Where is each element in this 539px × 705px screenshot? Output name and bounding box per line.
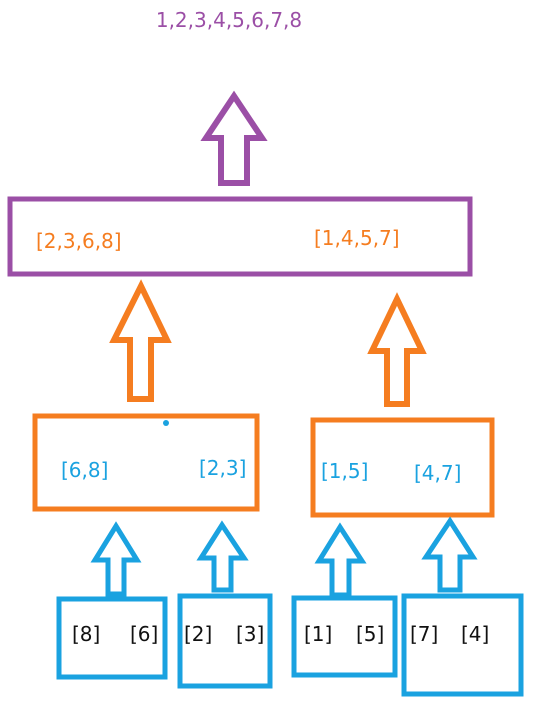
leaf-3-left: [1] <box>304 622 332 646</box>
merge-box-level2 <box>7 196 473 277</box>
leaf-box-2 <box>177 593 273 689</box>
level2-left-list: [2,3,6,8] <box>36 229 122 253</box>
level1-a-left-list: [6,8] <box>61 458 108 482</box>
up-arrow-icon <box>421 516 478 593</box>
up-arrow-icon <box>367 292 427 407</box>
up-arrow-icon <box>200 90 268 186</box>
leaf-3-right: [5] <box>356 622 384 646</box>
level1-b-left-list: [1,5] <box>321 459 368 483</box>
leaf-1-right: [6] <box>130 622 158 646</box>
merge-box-level1-a <box>32 413 260 512</box>
up-arrow-icon <box>109 279 172 402</box>
leaf-box-3 <box>291 595 398 678</box>
up-arrow-icon <box>196 520 249 593</box>
leaf-2-right: [3] <box>236 622 264 646</box>
leaf-box-4 <box>401 593 524 697</box>
up-arrow-icon <box>314 522 367 598</box>
leaf-1-left: [8] <box>72 622 100 646</box>
level1-b-right-list: [4,7] <box>414 461 461 485</box>
leaf-4-left: [7] <box>410 622 438 646</box>
up-arrow-icon <box>90 521 142 597</box>
merge-box-level1-b <box>310 417 495 518</box>
level1-a-right-list: [2,3] <box>199 456 246 480</box>
result-text: 1,2,3,4,5,6,7,8 <box>156 8 302 32</box>
stray-dot <box>163 420 169 426</box>
leaf-4-right: [4] <box>461 622 489 646</box>
level2-right-list: [1,4,5,7] <box>314 226 400 250</box>
leaf-2-left: [2] <box>184 622 212 646</box>
leaf-box-1 <box>56 596 168 680</box>
